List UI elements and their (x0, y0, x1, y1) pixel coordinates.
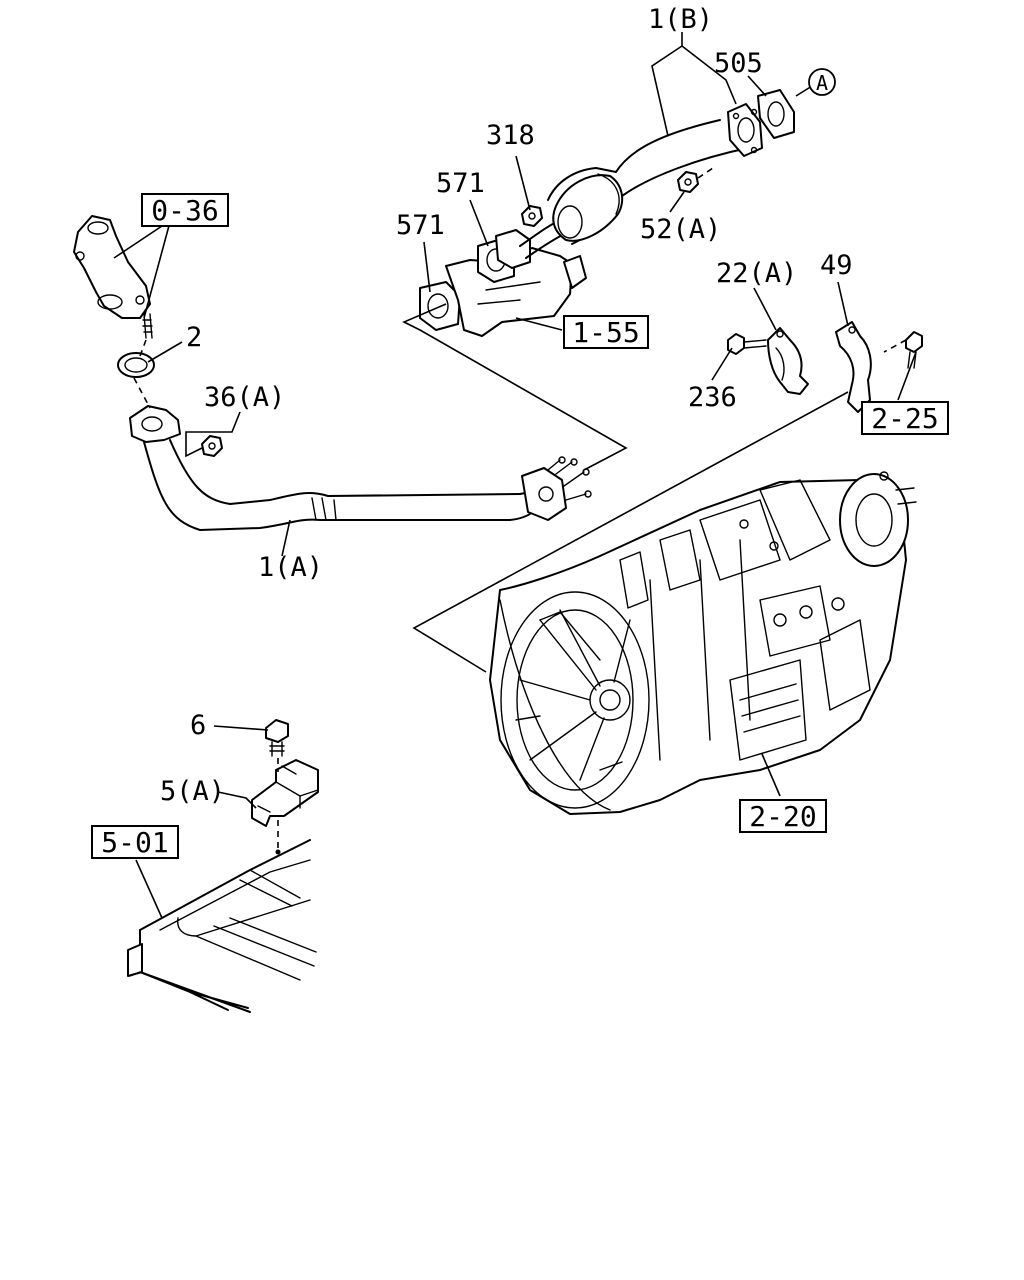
nut-52a-drawing (677, 171, 699, 193)
ref-box-5-01: 5-01 (91, 825, 179, 859)
transmission-drawing (489, 471, 917, 815)
clamp-22a-drawing (767, 327, 809, 395)
ref-2-20-label: 2-20 (749, 800, 816, 833)
circle-ref-a: A (808, 68, 836, 96)
ref-box-2-25: 2-25 (861, 401, 949, 435)
bolt-mount-drawing (905, 331, 923, 369)
clamp-49-drawing (835, 321, 872, 413)
ref-box-0-36: 0-36 (141, 193, 229, 227)
ref-1-55-label: 1-55 (572, 316, 639, 349)
callout-1b: 1(B) (648, 4, 713, 35)
callout-2: 2 (186, 322, 202, 353)
callout-571-lower: 571 (396, 210, 445, 241)
callout-318: 318 (486, 120, 535, 151)
gasket-505-drawing (757, 89, 795, 139)
callout-236: 236 (688, 382, 737, 413)
callout-52a: 52(A) (640, 214, 721, 245)
rear-exhaust-pipe-drawing (547, 103, 763, 245)
callout-1a: 1(A) (258, 552, 323, 583)
callout-505: 505 (714, 48, 763, 79)
nut-318-drawing (521, 205, 543, 227)
callout-571-upper: 571 (436, 168, 485, 199)
frame-drawing (127, 839, 317, 1013)
callout-49: 49 (820, 250, 853, 281)
callout-6: 6 (190, 710, 206, 741)
callout-22a: 22(A) (716, 258, 797, 289)
bolt-6-drawing (265, 719, 289, 855)
circle-ref-a-label: A (816, 71, 828, 95)
ref-box-2-20: 2-20 (739, 799, 827, 833)
leader-lines (113, 32, 917, 919)
ref-2-25-label: 2-25 (871, 402, 938, 435)
gasket-ring-drawing (117, 352, 155, 378)
ref-5-01-label: 5-01 (101, 826, 168, 859)
nut-36a-drawing (201, 435, 223, 457)
exhaust-manifold-drawing (73, 215, 153, 339)
ref-0-36-label: 0-36 (151, 194, 218, 227)
callout-36a: 36(A) (204, 382, 285, 413)
muffler-drawing (419, 219, 587, 337)
bracket-5a-drawing (251, 759, 319, 827)
ref-box-1-55: 1-55 (563, 315, 649, 349)
bolt-236-drawing (727, 333, 767, 355)
front-exhaust-pipe-drawing (129, 405, 592, 531)
callout-5a: 5(A) (160, 776, 225, 807)
